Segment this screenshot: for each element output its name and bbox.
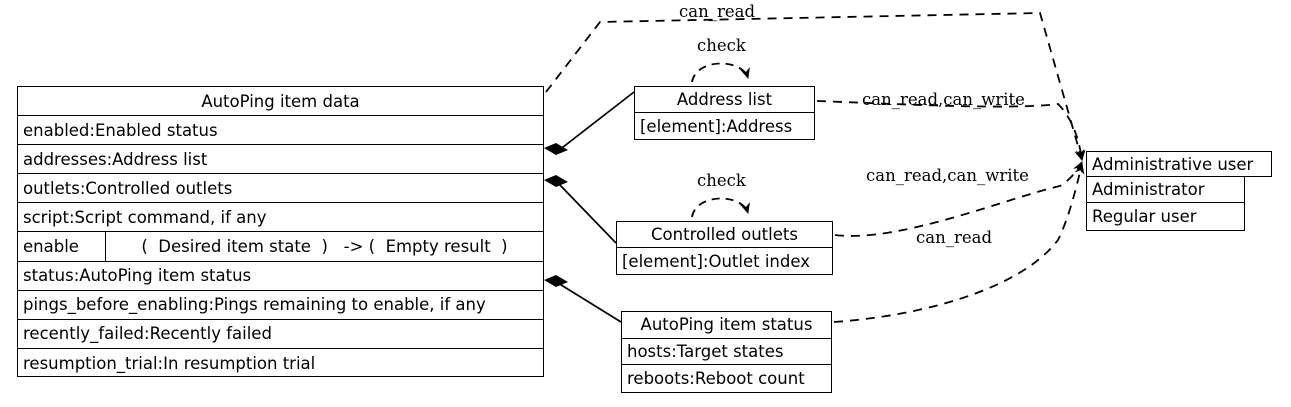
composition-edge-outlets bbox=[544, 175, 617, 244]
method-name-enable: enable bbox=[18, 232, 106, 261]
class-box-controlled-outlets: Controlled outlets [element]:Outlet inde… bbox=[616, 221, 833, 275]
class-title-controlled-outlets: Controlled outlets bbox=[617, 222, 832, 248]
attribute-script: script:Script command, if any bbox=[18, 203, 543, 233]
composition-edge-addresses bbox=[544, 91, 635, 155]
attribute-address-element: [element]:Address bbox=[640, 116, 793, 136]
attribute-status: status:AutoPing item status bbox=[18, 262, 543, 291]
class-rows-administrative-user: Administrator Regular user bbox=[1086, 177, 1245, 231]
edge-label-can-read-status: can_read bbox=[916, 228, 993, 247]
enum-value-administrator: Administrator bbox=[1087, 177, 1244, 203]
edge-label-can-read-can-write-outlets: can_read,can_write bbox=[866, 166, 1029, 185]
class-title-address-list: Address list bbox=[635, 87, 814, 113]
attribute-reboots: reboots:Reboot count bbox=[627, 368, 805, 388]
method-enable: enable ( Desired item state ) -> ( Empty… bbox=[18, 232, 543, 262]
attribute-hosts: hosts:Target states bbox=[622, 339, 831, 366]
class-box-administrative-user: Administrative user bbox=[1086, 151, 1272, 177]
edge-label-check-address: check bbox=[697, 36, 746, 55]
method-signature-enable: ( Desired item state ) -> ( Empty result… bbox=[141, 237, 508, 257]
attribute-recently-failed: recently_failed:Recently failed bbox=[18, 320, 543, 349]
edge-label-can-read-can-write-address: can_read,can_write bbox=[862, 90, 1025, 109]
attribute-outlets: outlets:Controlled outlets bbox=[18, 174, 543, 204]
composition-edge-status bbox=[544, 275, 622, 323]
class-title-autoping-item-data: AutoPing item data bbox=[18, 87, 543, 117]
attribute-addresses: addresses:Address list bbox=[18, 145, 543, 175]
enum-value-regular-user: Regular user bbox=[1092, 206, 1197, 226]
class-box-address-list: Address list [element]:Address bbox=[634, 86, 815, 140]
dependency-edge-check-address bbox=[691, 62, 750, 83]
dependency-edge-can-read-write-address bbox=[816, 100, 1086, 161]
class-box-autoping-item-data: AutoPing item data enabled:Enabled statu… bbox=[17, 86, 544, 377]
dependency-edge-check-outlets bbox=[691, 197, 750, 218]
class-title-administrative-user: Administrative user bbox=[1092, 154, 1254, 174]
attribute-resumption-trial: resumption_trial:In resumption trial bbox=[23, 353, 316, 373]
edge-label-check-outlets: check bbox=[697, 171, 746, 190]
attribute-enabled: enabled:Enabled status bbox=[18, 116, 543, 146]
attribute-pings-before-enabling: pings_before_enabling:Pings remaining to… bbox=[18, 291, 543, 320]
class-title-autoping-item-status: AutoPing item status bbox=[622, 312, 831, 339]
class-box-autoping-item-status: AutoPing item status hosts:Target states… bbox=[621, 311, 832, 393]
attribute-outlet-index-element: [element]:Outlet index bbox=[622, 251, 810, 271]
edge-label-can-read-top: can_read bbox=[679, 2, 756, 21]
